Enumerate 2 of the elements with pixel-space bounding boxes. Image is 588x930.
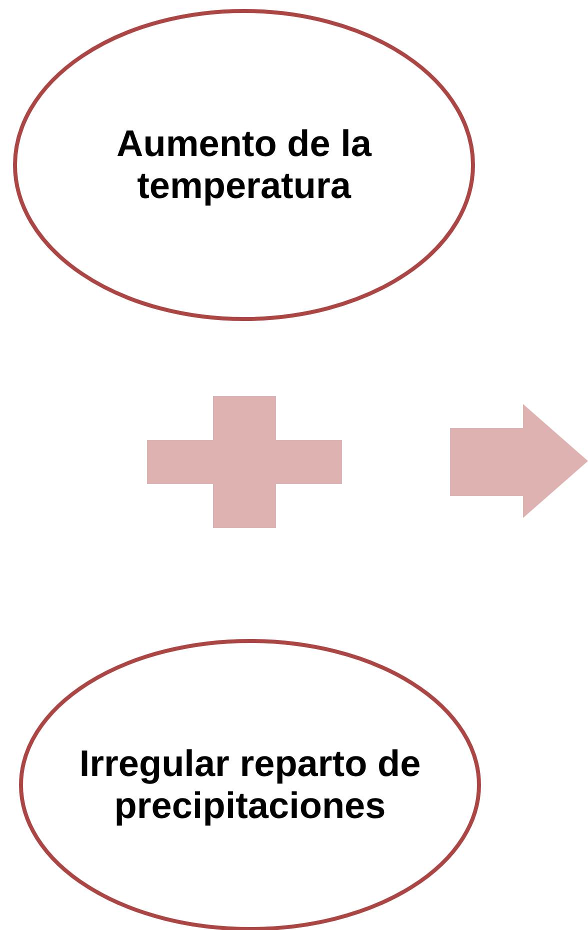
node-text: Irregular reparto de precipitaciones: [78, 743, 422, 827]
node-text: Aumento de la temperatura: [116, 123, 373, 207]
